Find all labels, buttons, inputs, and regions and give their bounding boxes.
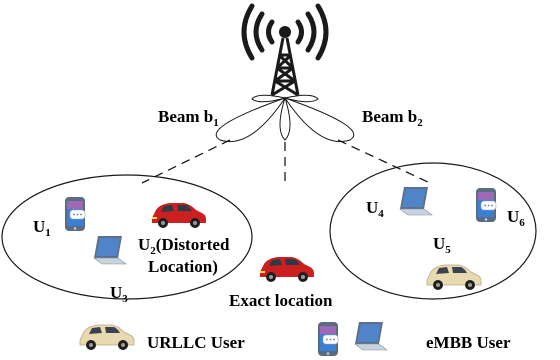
laptop-icon [93,235,127,265]
beige-car-icon [426,264,482,291]
laptop-icon [354,321,388,351]
cell-tower-icon [241,3,329,97]
user-u5-label: U5 [433,234,451,256]
cluster-right [329,162,537,300]
red-car-icon [260,257,314,282]
user-u2-label-line2: Location) [148,257,218,276]
smartphone-icon [475,187,497,223]
radio-waves-icon [241,3,329,61]
beam-b2-label: Beam b2 [362,107,423,129]
smartphone-icon [64,196,86,232]
beam-lobes [215,94,355,143]
user-u4-label: U4 [366,198,384,220]
red-car-icon [152,203,206,228]
legend: URLLC User eMBB User [79,321,511,357]
smartphone-icon [317,321,339,357]
user-u1-label: U1 [33,217,51,239]
cluster-left [1,174,253,300]
exact-location-label: Exact location [229,291,333,310]
beam-lines [141,139,431,184]
user-u6-label: U6 [507,207,525,229]
user-u2-label: U2(Distorted [138,235,230,257]
beam-b1-label: Beam b1 [158,107,219,129]
user-u3-label: U3 [110,283,128,305]
laptop-icon [399,186,433,216]
legend-urllc-label: URLLC User [147,333,245,352]
beige-car-icon [79,324,135,351]
legend-embb-label: eMBB User [426,333,511,352]
